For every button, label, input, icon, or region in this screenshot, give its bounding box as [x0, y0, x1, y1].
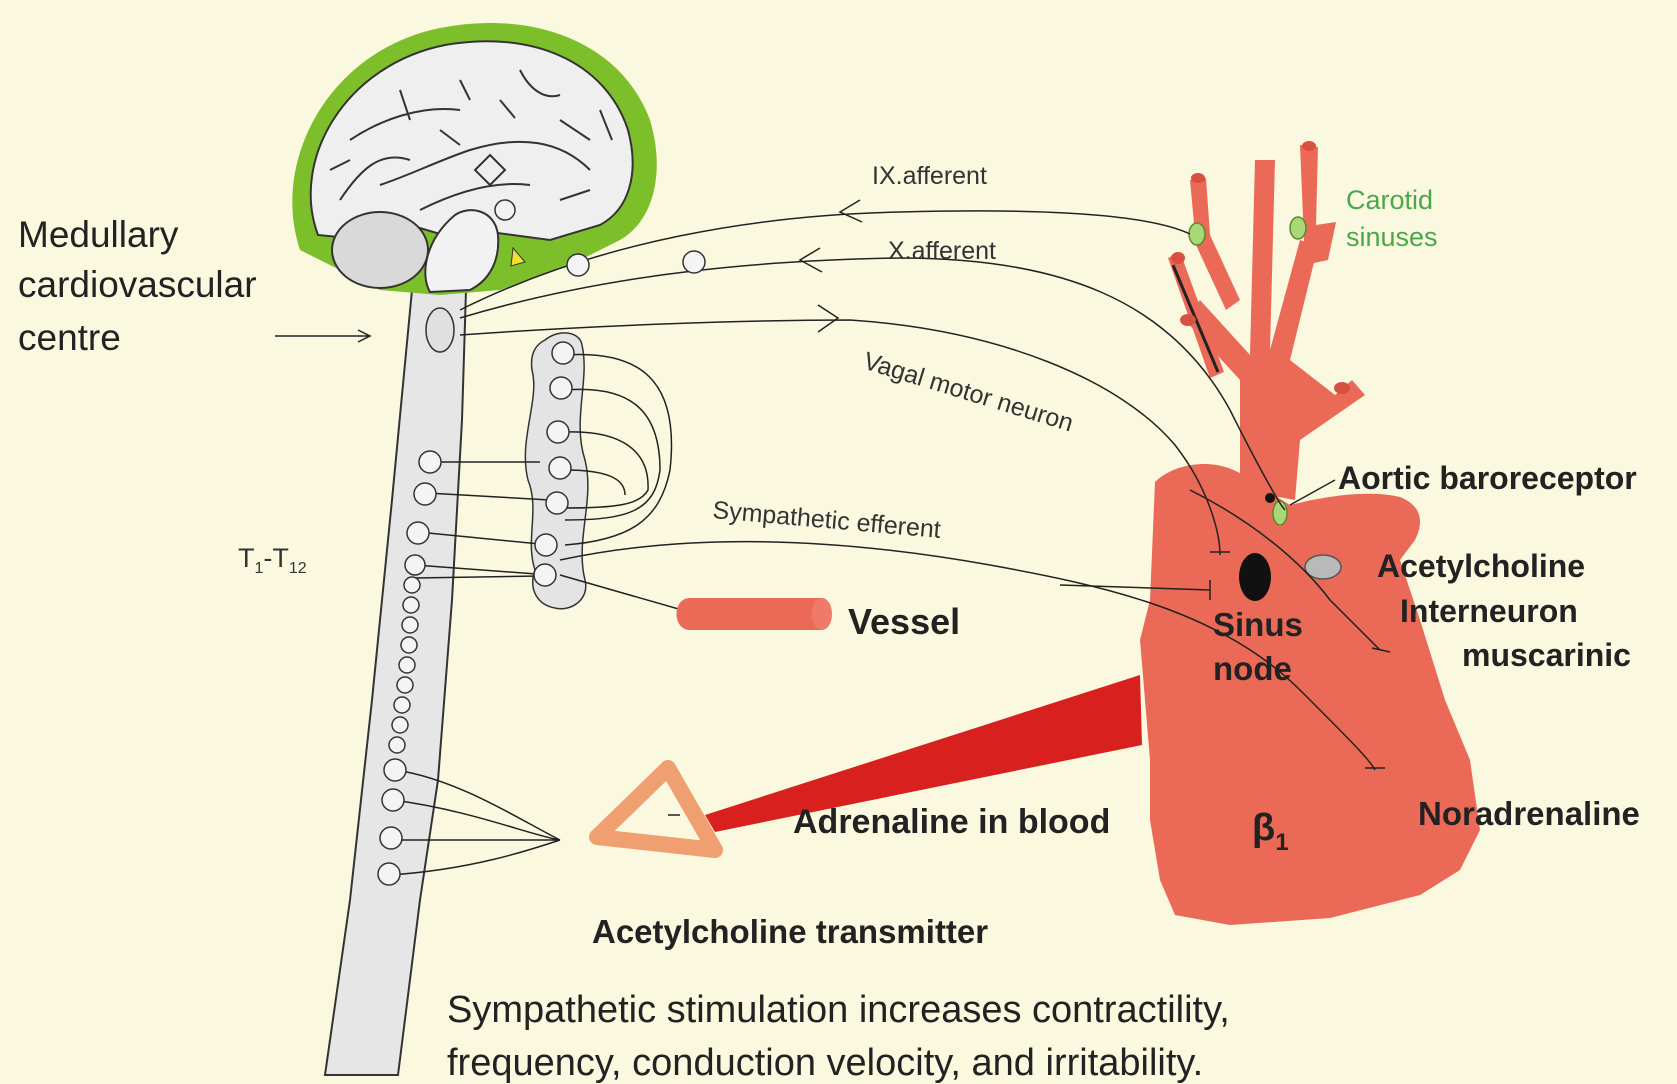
cerebellum	[332, 212, 428, 288]
spinal-cord	[325, 290, 466, 1075]
chain-ganglion-2	[550, 377, 572, 399]
acetylcholine-label: Acetylcholine	[1377, 548, 1585, 584]
ix-afferent-label: IX.afferent	[872, 162, 987, 190]
ach-transmitter-label: Acetylcholine transmitter	[592, 913, 988, 950]
thoracic-sub12: 12	[289, 560, 307, 577]
vessel-label: Vessel	[848, 601, 960, 642]
carotid-sinus-left	[1189, 223, 1205, 245]
sinus-node-icon	[1239, 553, 1271, 601]
thoracic-label: T1-T12	[238, 543, 307, 577]
sympathetic-efferent-label: Sympathetic efferent	[711, 496, 941, 544]
vessel-end	[812, 598, 832, 630]
spinal-ganglion-4	[405, 555, 425, 575]
chain-ganglion-6	[535, 534, 557, 556]
interneuron-label: Interneuron	[1400, 593, 1578, 629]
chain-ganglion-7	[534, 564, 556, 586]
spinal-ganglion-1	[419, 451, 441, 473]
beta1-sub: 1	[1275, 829, 1288, 856]
spinal-ganglion-2	[414, 483, 436, 505]
thoracic-dash: -T	[263, 543, 288, 573]
spinal-ganglion-12	[392, 717, 408, 733]
vessel-tube	[677, 598, 832, 630]
thoracic-sub1: 1	[255, 560, 264, 577]
adrenaline-label: Adrenaline in blood	[793, 803, 1110, 841]
carotid-label-line1: Carotid	[1346, 185, 1433, 215]
spinal-ganglion-10	[397, 677, 413, 693]
spinal-ganglion-13	[389, 737, 405, 753]
spinal-ganglion-9	[399, 657, 415, 673]
carotid-sinus-right	[1290, 217, 1306, 239]
afferent-ganglion-2	[683, 251, 705, 273]
sinus-node-label-line2: node	[1213, 650, 1292, 687]
medullary-label-line2: cardiovascular	[18, 264, 257, 305]
spinal-ganglion-15	[382, 789, 404, 811]
spinal-ganglion-11	[394, 697, 410, 713]
thoracic-t1: T	[238, 543, 255, 573]
noradrenaline-label: Noradrenaline	[1418, 795, 1640, 832]
spinal-ganglion-7	[402, 617, 418, 633]
artery-stump-3	[1171, 252, 1185, 264]
beta1-main: β	[1252, 807, 1275, 849]
spinal-ganglion-6	[403, 597, 419, 613]
caption-line2: frequency, conduction velocity, and irri…	[447, 1042, 1203, 1084]
medullary-label-line3: centre	[18, 317, 121, 358]
spinal-ganglion-5	[404, 577, 420, 593]
artery-stump-2	[1302, 141, 1316, 151]
chain-ganglion-4	[549, 457, 571, 479]
caption-line1: Sympathetic stimulation increases contra…	[447, 989, 1230, 1031]
spinal-ganglion-8	[401, 637, 417, 653]
spinal-ganglion-3	[407, 522, 429, 544]
medullary-label-line1: Medullary	[18, 214, 179, 255]
spinal-ganglion-16	[380, 827, 402, 849]
vessel	[677, 598, 833, 630]
artery-stump-4	[1180, 314, 1196, 326]
spinal-ganglion-14	[384, 759, 406, 781]
afferent-ganglion-1	[567, 254, 589, 276]
adrenal-medulla	[597, 768, 715, 850]
medullary-centre-oval	[426, 308, 454, 352]
vagal-motor-arrow	[818, 305, 838, 332]
carotid-artery-right	[1300, 145, 1336, 265]
carotid-label-line2: sinuses	[1346, 222, 1438, 252]
hypothalamus-dot	[495, 200, 515, 220]
aortic-baroreceptor-label: Aortic baroreceptor	[1338, 460, 1637, 496]
chain-ganglion-3	[547, 421, 569, 443]
artery-stump-5	[1334, 382, 1350, 394]
x-afferent-label: X.afferent	[888, 237, 996, 265]
ix-afferent-arrow	[840, 200, 862, 222]
chain-ganglion-1	[552, 342, 574, 364]
heart-body	[1140, 464, 1480, 925]
artery-stump-1	[1191, 173, 1205, 183]
muscarinic-label: muscarinic	[1462, 637, 1631, 673]
chain-ganglion-5	[546, 492, 568, 514]
spinal-ganglion-17	[378, 863, 400, 885]
ganglion-dot	[1265, 493, 1275, 503]
aortic-arch	[1185, 160, 1365, 500]
sinus-node-label-line1: Sinus	[1213, 606, 1303, 643]
interneuron-icon	[1305, 555, 1341, 579]
